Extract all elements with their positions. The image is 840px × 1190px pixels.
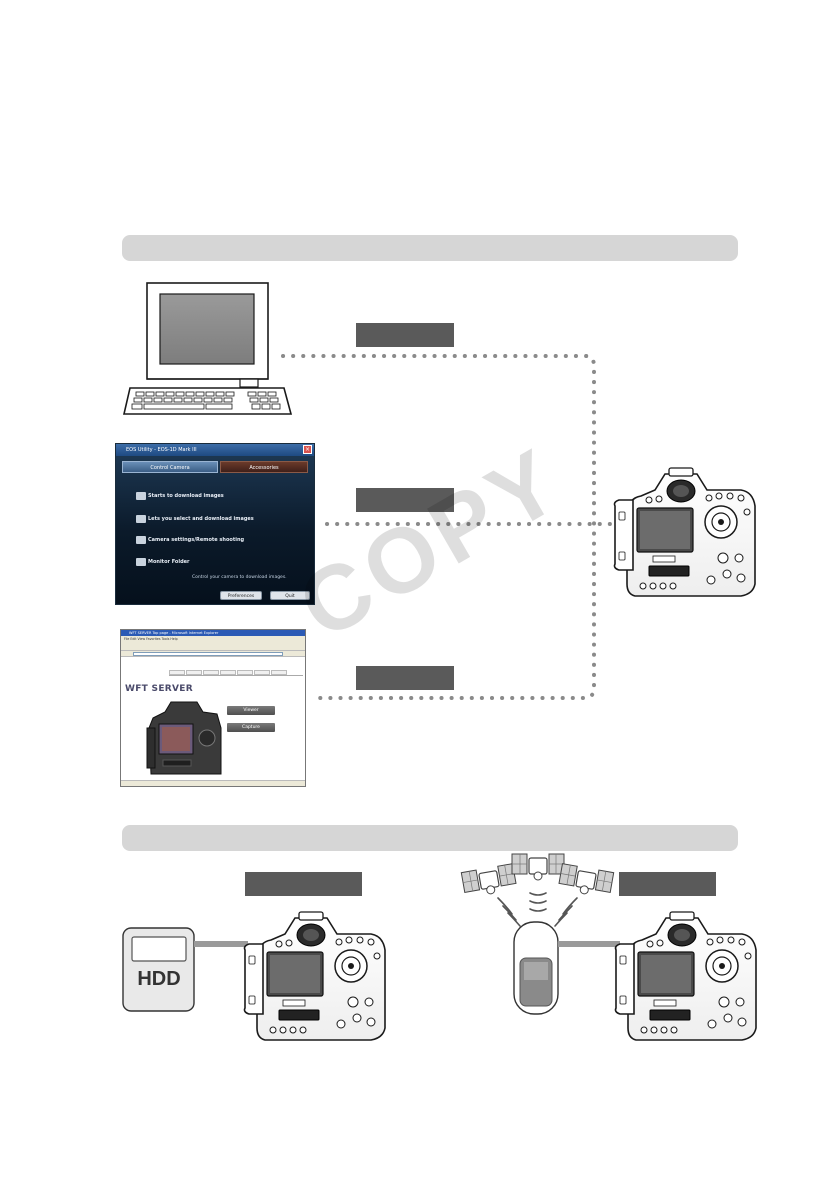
browser-titlebar: WFT SERVER Top page - Microsoft Internet…	[121, 630, 305, 636]
gps-satellites-illustration	[460, 853, 615, 927]
select-download-icon	[136, 515, 146, 523]
eos-titlebar: EOS Utility - EOS-1D Mark III ×	[116, 444, 314, 456]
label-box-ftp	[356, 323, 454, 347]
browser-title: WFT SERVER Top page - Microsoft Internet…	[129, 631, 219, 635]
desktop-computer-illustration	[122, 282, 293, 415]
close-icon: ×	[303, 445, 312, 454]
camera-hdd-illustration	[243, 911, 386, 1041]
wft-server-browser-screenshot: WFT SERVER Top page - Microsoft Internet…	[120, 629, 306, 787]
browser-menu-bar: File Edit View Favorites Tools Help	[121, 636, 305, 642]
tab-control-camera: Control Camera	[122, 461, 218, 473]
menu-item-download: Starts to download images	[148, 493, 224, 499]
wft-nav-tabs	[169, 670, 303, 676]
viewer-button: Viewer	[227, 706, 275, 715]
preferences-button: Preferences	[220, 591, 262, 600]
label-box-eos-utility	[356, 488, 454, 512]
label-box-usb-device	[245, 872, 362, 896]
menu-item-monitor-folder: Monitor Folder	[148, 559, 190, 565]
eos-utility-screenshot: EOS Utility - EOS-1D Mark III × Control …	[115, 443, 315, 605]
hdd-label: HDD	[137, 968, 181, 990]
label-box-gps	[619, 872, 716, 896]
browser-toolbar	[121, 642, 305, 651]
label-box-http	[356, 666, 454, 690]
tab-accessories: Accessories	[220, 461, 308, 473]
eos-footer-text: Control your camera to download images.	[192, 575, 287, 580]
browser-status-bar	[121, 780, 305, 786]
hdd-device-illustration	[122, 927, 195, 1012]
wft-server-heading: WFT SERVER	[125, 684, 193, 694]
wft-camera-photo	[146, 701, 222, 775]
eos-window-title: EOS Utility - EOS-1D Mark III	[126, 447, 197, 453]
folder-icon	[136, 558, 146, 566]
camera-network-illustration	[613, 467, 756, 597]
capture-button: Capture	[227, 723, 275, 732]
menu-item-camera-settings: Camera settings/Remote shooting	[148, 537, 245, 543]
camera-gps-illustration	[614, 911, 757, 1041]
section-band-computer-connection	[122, 235, 738, 261]
camera-settings-icon	[136, 536, 146, 544]
download-icon	[136, 492, 146, 500]
gps-receiver-illustration	[513, 921, 559, 1015]
menu-item-select-download: Lets you select and download images	[148, 516, 254, 522]
section-band-device-connection	[122, 825, 738, 851]
quit-button: Quit	[270, 591, 310, 600]
address-field	[133, 652, 283, 656]
